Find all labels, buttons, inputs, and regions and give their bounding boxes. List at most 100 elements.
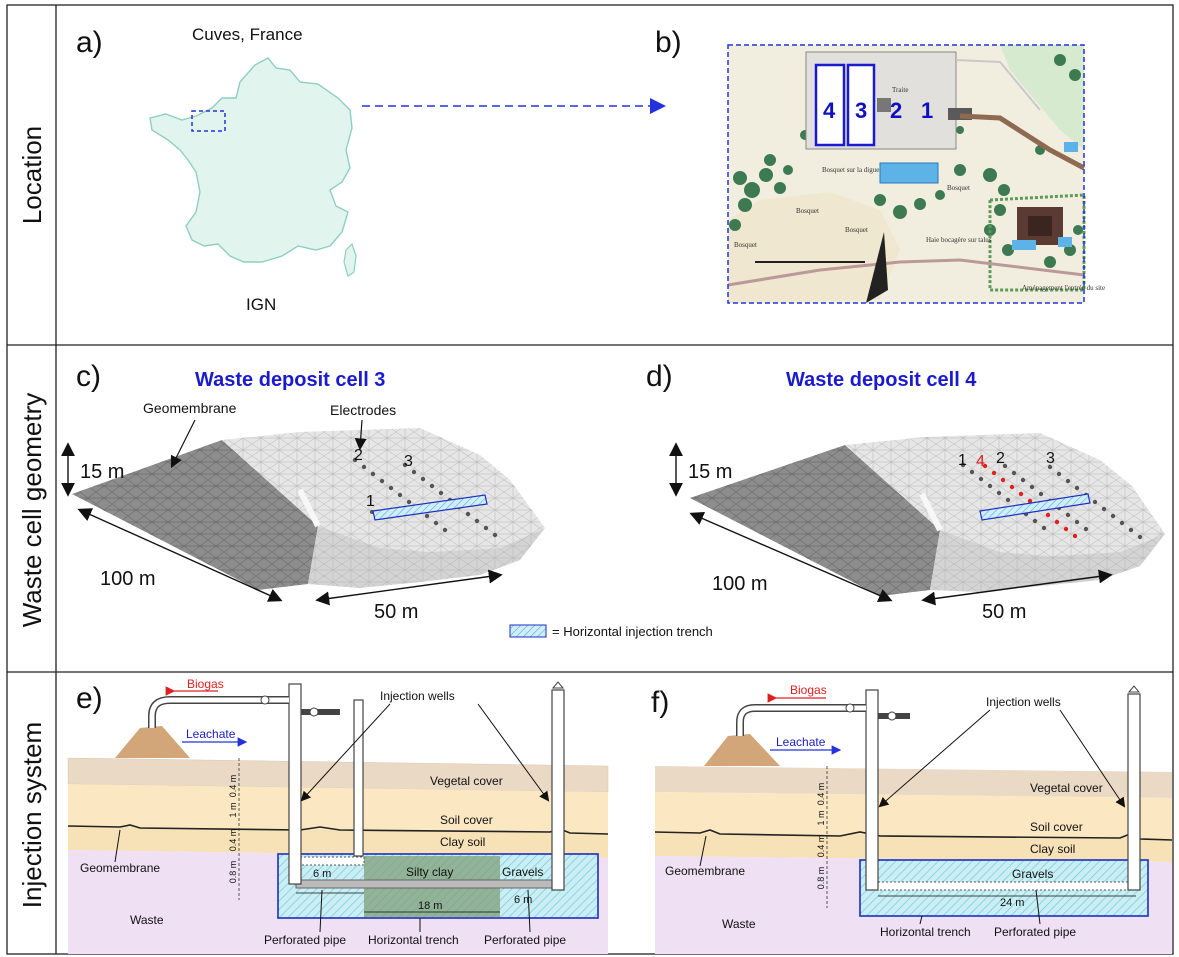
map-annotation: Haie bocagère sur talus [926, 236, 992, 244]
electrode-line [960, 462, 1047, 531]
perforated-pipe-label: Perforated pipe [994, 925, 1076, 939]
clay-soil-label: Clay soil [1030, 842, 1075, 856]
panel-d-title: Waste deposit cell 4 [786, 369, 977, 391]
tree-clusters [729, 54, 1083, 268]
biogas-label: Biogas [187, 677, 224, 691]
gravels-label: Gravels [502, 865, 543, 879]
vegetal-cover-label: Vegetal cover [430, 774, 503, 788]
panel-c-label: c) [76, 360, 101, 393]
horizontal-trench-label: Horizontal trench [880, 925, 971, 939]
injection-well [288, 683, 302, 885]
panel-f-label: f) [651, 686, 669, 719]
dimension-label: 24 m [1000, 897, 1024, 909]
valve-icon [309, 707, 319, 717]
electrodes-label: Electrodes [330, 402, 396, 418]
valve-icon [887, 711, 897, 721]
leachate-label: Leachate [776, 735, 826, 749]
clay-soil-label: Clay soil [440, 835, 485, 849]
map-annotation: Traite [892, 86, 908, 94]
valve-icon [845, 703, 855, 713]
biogas-pipe [148, 696, 289, 728]
height-label: 15 m [688, 461, 732, 483]
perforated-pipe [877, 881, 1137, 891]
length-label: 100 m [100, 568, 156, 590]
pipe [295, 879, 561, 889]
length-dimension [689, 512, 893, 602]
access-road [959, 113, 1086, 171]
waste-label: Waste [130, 913, 164, 927]
map-annotation: Bosquet [947, 184, 970, 192]
map-source: IGN [246, 295, 276, 314]
gravels-label: Gravels [1012, 867, 1053, 881]
row-label-location: Location [17, 126, 47, 224]
corsica [343, 242, 357, 277]
electrode-line-label: 2 [996, 450, 1005, 467]
hedge [988, 193, 1086, 292]
electrode-line [1047, 464, 1143, 540]
map-annotation: Bosquet [734, 241, 757, 249]
soil-cover-label: Soil cover [440, 813, 493, 827]
electrode-line-label: 3 [404, 453, 413, 470]
electrode-line [352, 457, 448, 533]
cell-number: 1 [921, 98, 933, 123]
electrode-line [402, 462, 498, 538]
depth-label: 0.4 m [816, 835, 826, 858]
panel-c: c) Waste deposit cell 3 2 3 1 Geomembran… [61, 360, 545, 623]
geomembrane-label: Geomembrane [80, 861, 160, 875]
width-dimension [921, 569, 1113, 606]
soil-heap [704, 734, 780, 766]
electrode-line-label: 2 [354, 447, 363, 464]
width-label: 50 m [374, 601, 418, 623]
biogas-pipe [736, 704, 866, 736]
place-name: Cuves, France [192, 25, 303, 44]
depth-label: 0.8 m [816, 867, 826, 890]
electrode-line [1002, 463, 1089, 532]
depth-label: 0.8 m [228, 861, 238, 884]
legend-label: = Horizontal injection trench [552, 624, 713, 639]
horizontal-trench-label: Horizontal trench [368, 933, 459, 947]
injection-wells-label: Injection wells [380, 689, 455, 703]
clay-soil-layer [655, 832, 1172, 862]
leachate-label: Leachate [186, 727, 236, 741]
cell-number: 4 [823, 98, 836, 123]
electrode-line-label: 1 [366, 493, 375, 510]
panel-b-label: b) [655, 26, 682, 59]
waste-label: Waste [722, 917, 756, 931]
clay-soil-layer [68, 826, 608, 858]
pond-small [1012, 240, 1036, 250]
height-label: 15 m [80, 461, 124, 483]
legend: = Horizontal injection trench [509, 624, 713, 639]
valve-icon [260, 695, 270, 705]
geomembrane-label: Geomembrane [143, 400, 237, 416]
length-label: 100 m [712, 573, 768, 595]
site-plan-border [727, 44, 1085, 304]
panel-e: e) Biogas Leachate Injection wells [67, 677, 609, 954]
perforated-pipe-label: Perforated pipe [484, 933, 566, 947]
depth-label: 0.4 m [228, 829, 238, 852]
row-label-injection: Injection system [17, 722, 47, 908]
biogas-label: Biogas [790, 683, 827, 697]
road [727, 258, 1085, 287]
dimension-label: 18 m [418, 900, 442, 912]
dimension-label: 6 m [514, 894, 532, 906]
vegetal-cover-label: Vegetal cover [1030, 781, 1103, 795]
panel-d-label: d) [646, 360, 673, 393]
length-dimension [77, 508, 283, 602]
field [728, 192, 900, 303]
depth-label: 1 m [228, 802, 238, 817]
injection-well [1127, 693, 1141, 891]
vegetal-cover-layer [655, 766, 1172, 798]
perforated-pipe-label: Perforated pipe [264, 933, 346, 947]
cell-number: 3 [855, 98, 867, 123]
panel-f: f) Biogas Leachate Injection wells Veget… [651, 683, 1173, 954]
width-dimension [315, 569, 503, 606]
zoom-arrow-head [650, 98, 666, 114]
panel-a: a) Cuves, France IGN [76, 25, 666, 314]
map-annotation: Bosquet [796, 207, 819, 215]
injection-well [551, 689, 565, 891]
electrode-line-label: 3 [1046, 450, 1055, 467]
silty-clay-label: Silty clay [406, 865, 453, 879]
pond [879, 162, 939, 184]
row-label-geometry: Waste cell geometry [17, 393, 47, 628]
